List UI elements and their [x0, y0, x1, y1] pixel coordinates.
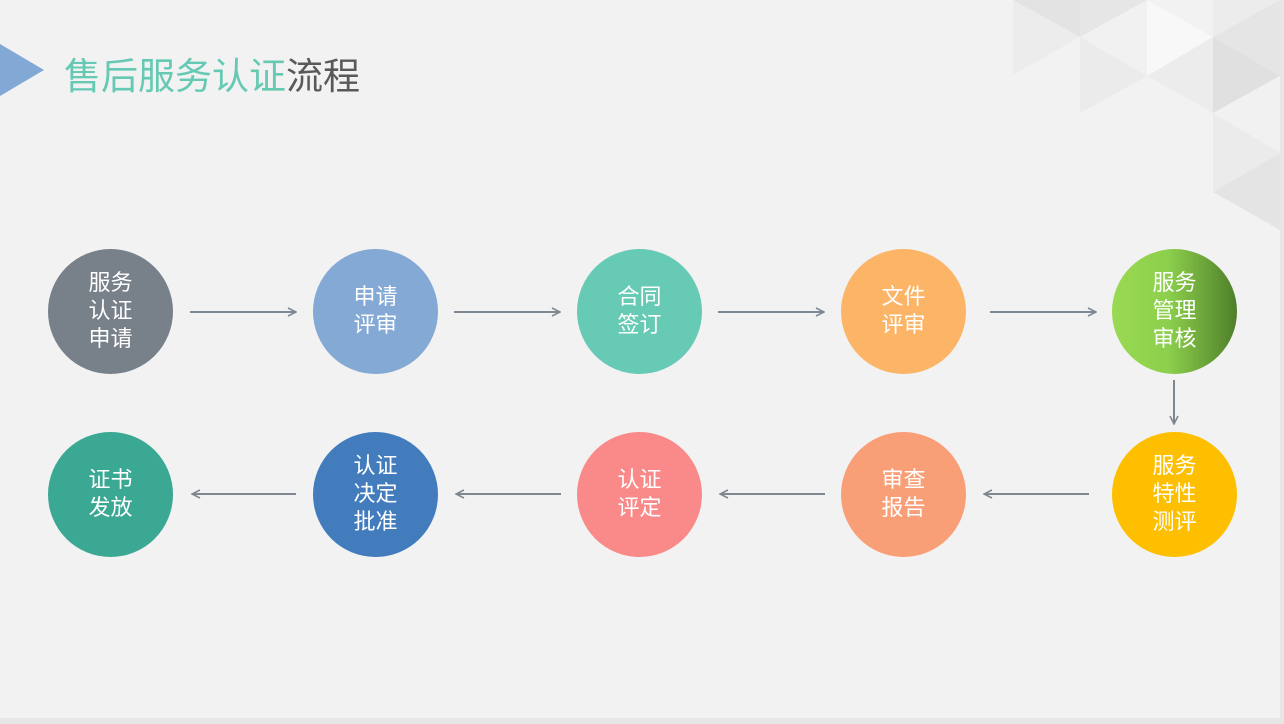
step-document-review: 文件 评审 — [841, 249, 966, 374]
step-review-report: 审查 报告 — [841, 432, 966, 557]
step-application-review: 申请 评审 — [313, 249, 438, 374]
step-cert-evaluation: 认证 评定 — [577, 432, 702, 557]
step-service-cert-application: 服务 认证 申请 — [48, 249, 173, 374]
step-certificate-issuance: 证书 发放 — [48, 432, 173, 557]
step-contract-signing: 合同 签订 — [577, 249, 702, 374]
title-highlight: 售后服务认证 — [64, 55, 286, 98]
page-title: 售后服务认证流程 — [64, 46, 360, 100]
step-service-management-audit: 服务 管理 审核 — [1112, 249, 1237, 374]
title-rest: 流程 — [286, 55, 360, 98]
step-service-characteristics-test: 服务 特性 测评 — [1112, 432, 1237, 557]
step-cert-decision-approval: 认证 决定 批准 — [313, 432, 438, 557]
title-triangle-icon — [0, 44, 44, 96]
